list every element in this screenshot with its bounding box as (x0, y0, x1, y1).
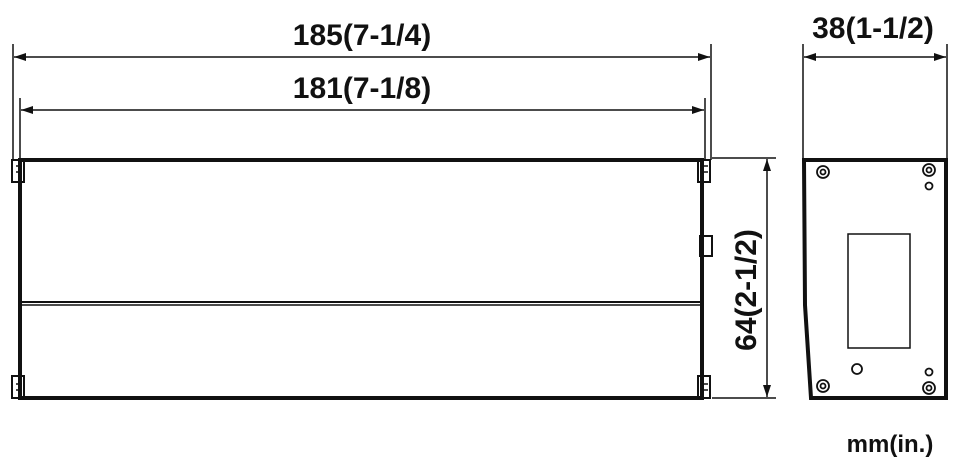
depth-label: 38(1-1/2) (812, 12, 934, 45)
units-label: mm(in.) (847, 431, 934, 458)
corner-brackets (11, 159, 713, 399)
height-dimension: 64(2-1/2) (712, 157, 776, 399)
height-label: 64(2-1/2) (730, 229, 763, 351)
side-view: 38(1-1/2) (801, 12, 948, 400)
front-body (18, 158, 704, 400)
side-body (801, 158, 948, 400)
overall-width-label: 185(7-1/4) (293, 19, 431, 52)
body-width-label: 181(7-1/8) (293, 72, 431, 105)
side-panel-window (847, 233, 911, 349)
front-view: 185(7-1/4) 181(7-1/8) (11, 19, 713, 400)
